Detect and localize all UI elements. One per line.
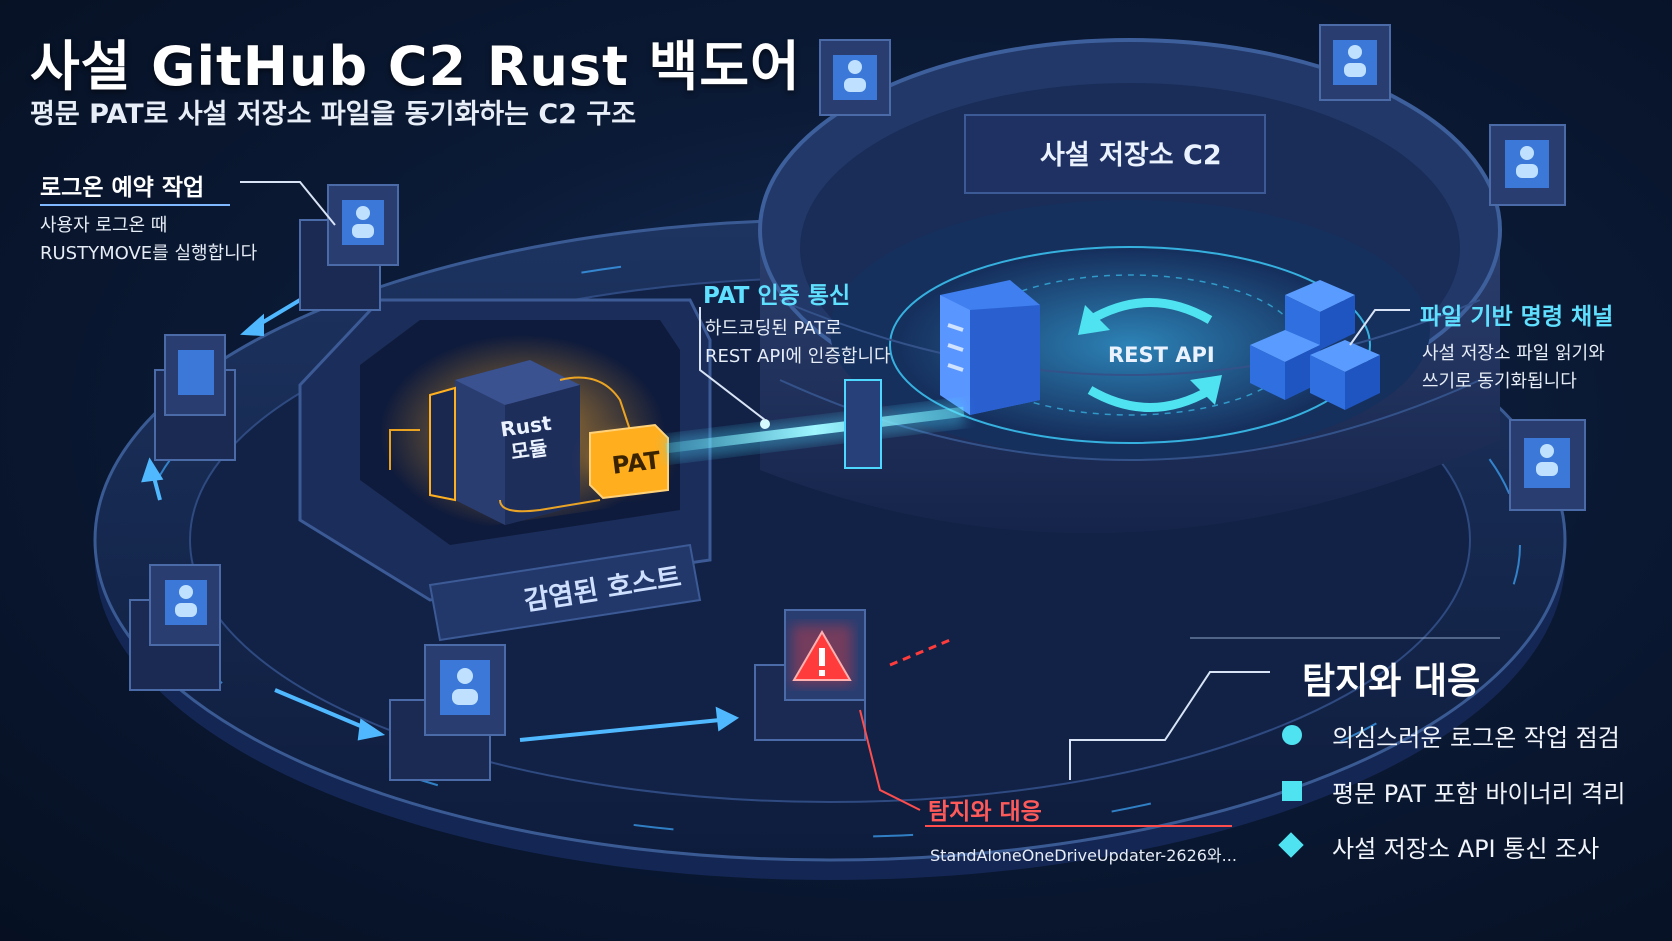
user-terminals (129, 24, 1586, 781)
red-connector (859, 709, 921, 811)
callout-pat-auth-title: PAT 인증 통신 (703, 283, 851, 309)
page-title: 사설 GitHub C2 Rust 백도어 (30, 35, 801, 98)
ring-flow-arrows (141, 298, 740, 742)
warning-icon (754, 609, 951, 741)
user-terminal-icon (1319, 24, 1391, 101)
callout-logon-body: 사용자 로그온 때 RUSTYMOVE를 실행합니다 (40, 215, 258, 264)
square-bullet-icon (1282, 781, 1302, 801)
user-terminal-icon (154, 334, 236, 461)
detection-item: 평문 PAT 포함 바이너리 격리 (1332, 780, 1626, 808)
pat-beam (664, 379, 966, 469)
user-terminal-icon (1509, 419, 1586, 511)
rust-module-box (389, 360, 631, 525)
page-subtitle: 평문 PAT로 사설 저장소 파일을 동기화하는 C2 구조 (30, 99, 637, 130)
sync-arrows-icon (1087, 298, 1213, 412)
user-terminal-icon (819, 39, 891, 116)
sync-arrowheads (1078, 305, 1222, 405)
callout-logon-title: 로그온 예약 작업 (40, 175, 205, 201)
callout-detect-small-body: StandAloneOneDriveUpdater-2626와... (930, 846, 1237, 865)
cube-stack-icon (1250, 280, 1380, 410)
user-terminal-icon (299, 184, 399, 311)
rust-module-label: Rust 모듈 (498, 410, 553, 465)
callout-file-channel-body: 사설 저장소 파일 읽기와 쓰기로 동기화됩니다 (1422, 343, 1605, 392)
circle-bullet-icon (1282, 725, 1302, 745)
callout-detect-small-title: 탐지와 대응 (928, 799, 1042, 825)
detection-item: 의심스러운 로그온 작업 점검 (1332, 724, 1620, 752)
user-terminal-icon (129, 564, 221, 691)
user-terminal-icon (389, 644, 506, 781)
callout-connectors (240, 181, 1410, 780)
callout-pat-auth-body: 하드코딩된 PAT로 REST API에 인증합니다 (705, 318, 891, 367)
detection-item: 사설 저장소 API 통신 조사 (1332, 835, 1600, 863)
rest-api-label: REST API (1108, 343, 1215, 367)
detection-title: 탐지와 대응 (1302, 661, 1481, 702)
repo-c2-label: 사설 저장소 C2 (1040, 140, 1222, 171)
callout-file-channel-title: 파일 기반 명령 채널 (1420, 304, 1614, 330)
document-icon (940, 280, 1040, 415)
user-terminal-icon (1489, 124, 1566, 206)
pat-chip-label: PAT (610, 446, 662, 480)
chip-icon (580, 423, 670, 500)
